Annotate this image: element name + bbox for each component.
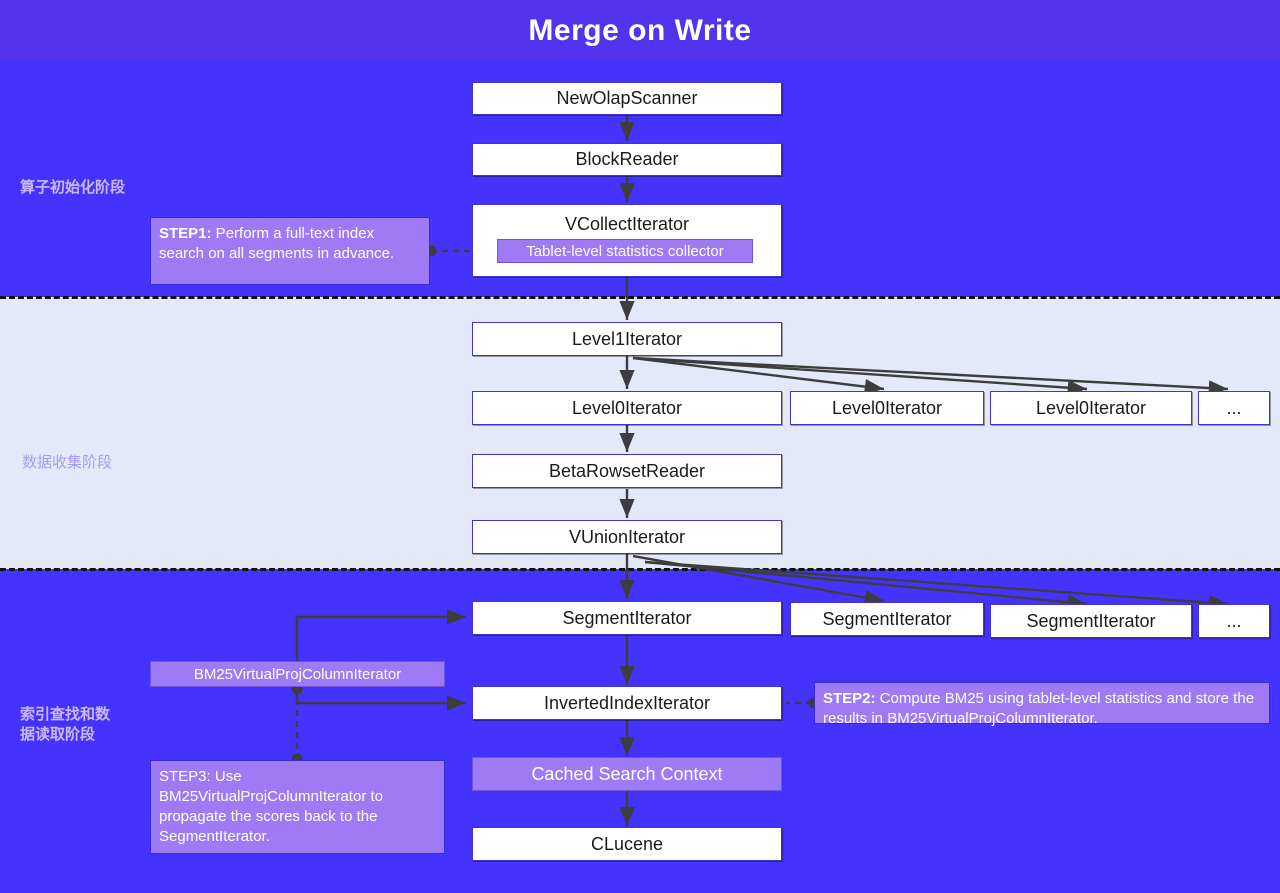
phase-divider-1 bbox=[0, 296, 1280, 299]
node-block-reader[interactable]: BlockReader bbox=[472, 143, 782, 176]
node-level1-iterator[interactable]: Level1Iterator bbox=[472, 322, 782, 356]
node-segment-iterator-a[interactable]: SegmentIterator bbox=[472, 601, 782, 635]
phase-label-index-lookup: 索引查找和数 据读取阶段 bbox=[20, 706, 111, 743]
phase-label-operator-init: 算子初始化阶段 bbox=[20, 179, 126, 196]
node-label: BlockReader bbox=[575, 149, 679, 169]
node-cached-search-context[interactable]: Cached Search Context bbox=[472, 757, 782, 791]
node-label: Level1Iterator bbox=[571, 328, 683, 349]
node-segment-iterator-b[interactable]: SegmentIterator bbox=[790, 602, 984, 636]
note-step1-body: Perform a full-text index search on all … bbox=[159, 225, 395, 262]
node-clucene[interactable]: CLucene bbox=[472, 827, 782, 861]
node-vunion-iterator[interactable]: VUnionIterator bbox=[472, 520, 782, 554]
node-level0-iterator-c[interactable]: Level0Iterator bbox=[990, 391, 1192, 425]
note-step2-body: Compute BM25 using tablet-level statisti… bbox=[823, 690, 1255, 727]
note-step2-label: STEP2: bbox=[823, 690, 876, 707]
node-level0-iterator-a[interactable]: Level0Iterator bbox=[472, 391, 782, 425]
chip-bm25-virtual-proj-column-iterator[interactable]: BM25VirtualProjColumnIterator bbox=[150, 661, 445, 687]
node-segment-ellipsis[interactable]: ... bbox=[1198, 604, 1270, 638]
chip-label: BM25VirtualProjColumnIterator bbox=[193, 665, 402, 683]
chip-label: Tablet-level statistics collector bbox=[526, 242, 724, 260]
node-label: ... bbox=[1226, 610, 1242, 631]
phase-label-data-collection: 数据收集阶段 bbox=[22, 454, 113, 471]
node-label: VUnionIterator bbox=[568, 526, 686, 547]
node-vcollect-iterator[interactable]: VCollectIterator bbox=[472, 204, 782, 277]
note-step3-label: STEP3: bbox=[159, 768, 211, 785]
node-label: Level0Iterator bbox=[571, 397, 683, 418]
node-label: Level0Iterator bbox=[1035, 397, 1147, 418]
note-step3-body: Use BM25VirtualProjColumnIterator to pro… bbox=[159, 768, 383, 845]
node-new-olap-scanner[interactable]: NewOlapScanner bbox=[472, 82, 782, 115]
note-step2: STEP2: Compute BM25 using tablet-level s… bbox=[814, 682, 1270, 727]
node-label: InvertedIndexIterator bbox=[543, 692, 711, 713]
note-step2-text: STEP2: Compute BM25 using tablet-level s… bbox=[823, 689, 1261, 729]
node-label: Level0Iterator bbox=[831, 397, 943, 418]
node-label: NewOlapScanner bbox=[556, 88, 698, 108]
node-level0-ellipsis[interactable]: ... bbox=[1198, 391, 1270, 425]
note-step1-text: STEP1: Perform a full-text index search … bbox=[159, 224, 421, 264]
node-label: SegmentIterator bbox=[1026, 610, 1156, 631]
note-step3: STEP3: Use BM25VirtualProjColumnIterator… bbox=[150, 760, 445, 854]
note-step1: STEP1: Perform a full-text index search … bbox=[150, 217, 430, 285]
node-label: CLucene bbox=[590, 833, 664, 854]
node-label: SegmentIterator bbox=[822, 608, 952, 629]
node-label: BetaRowsetReader bbox=[548, 460, 706, 481]
node-label: ... bbox=[1226, 397, 1242, 418]
page-title: Merge on Write bbox=[528, 14, 752, 47]
chip-tablet-level-statistics-collector[interactable]: Tablet-level statistics collector bbox=[497, 239, 753, 263]
node-label: SegmentIterator bbox=[562, 607, 692, 628]
phase-divider-2 bbox=[0, 568, 1280, 571]
node-label: VCollectIterator bbox=[564, 214, 690, 234]
chip-label: Cached Search Context bbox=[531, 763, 723, 784]
note-step3-text: STEP3: Use BM25VirtualProjColumnIterator… bbox=[159, 767, 436, 847]
node-segment-iterator-c[interactable]: SegmentIterator bbox=[990, 604, 1192, 638]
node-inverted-index-iterator[interactable]: InvertedIndexIterator bbox=[472, 686, 782, 720]
node-beta-rowset-reader[interactable]: BetaRowsetReader bbox=[472, 454, 782, 488]
header-band bbox=[0, 0, 1280, 62]
node-level0-iterator-b[interactable]: Level0Iterator bbox=[790, 391, 984, 425]
note-step1-label: STEP1: bbox=[159, 225, 212, 242]
